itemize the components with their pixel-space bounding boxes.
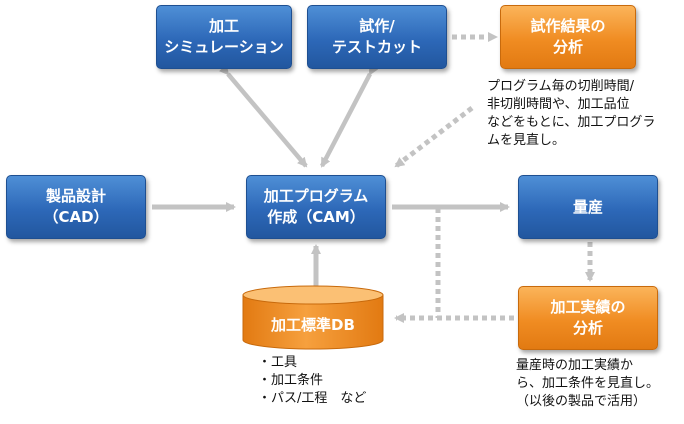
production-feedback-note: 量産時の加工実績か ら、加工条件を見直し。 （以後の製品で活用） — [516, 358, 660, 409]
database-items: ・工具 ・加工条件 ・パス/工程 など — [258, 354, 366, 408]
node-design: 製品設計 （CAD） — [6, 175, 146, 239]
node-simulation: 加工 シミュレーション — [156, 5, 292, 69]
trial-feedback-note: プログラム毎の切削時間/ 非切削時間や、加工品位 などをもとに、加工プログラ ム… — [487, 79, 656, 148]
database-label: 加工標準DB — [271, 316, 355, 334]
node-program: 加工プログラム 作成（CAM） — [246, 175, 386, 239]
arrow-results-to-program — [394, 106, 474, 168]
database-item: ・加工条件 — [258, 373, 324, 388]
node-trial-results: 試作結果の 分析 — [500, 5, 636, 69]
node-trial: 試作/ テストカット — [307, 5, 447, 69]
node-performance: 加工実績の 分析 — [518, 286, 658, 350]
node-production: 量産 — [518, 175, 658, 239]
database-cylinder — [242, 285, 384, 350]
arrow-program-trial — [320, 64, 379, 168]
database-item: ・パス/工程 など — [258, 391, 367, 406]
database-item: ・工具 — [258, 355, 298, 370]
arrow-program-simulation — [219, 64, 308, 168]
